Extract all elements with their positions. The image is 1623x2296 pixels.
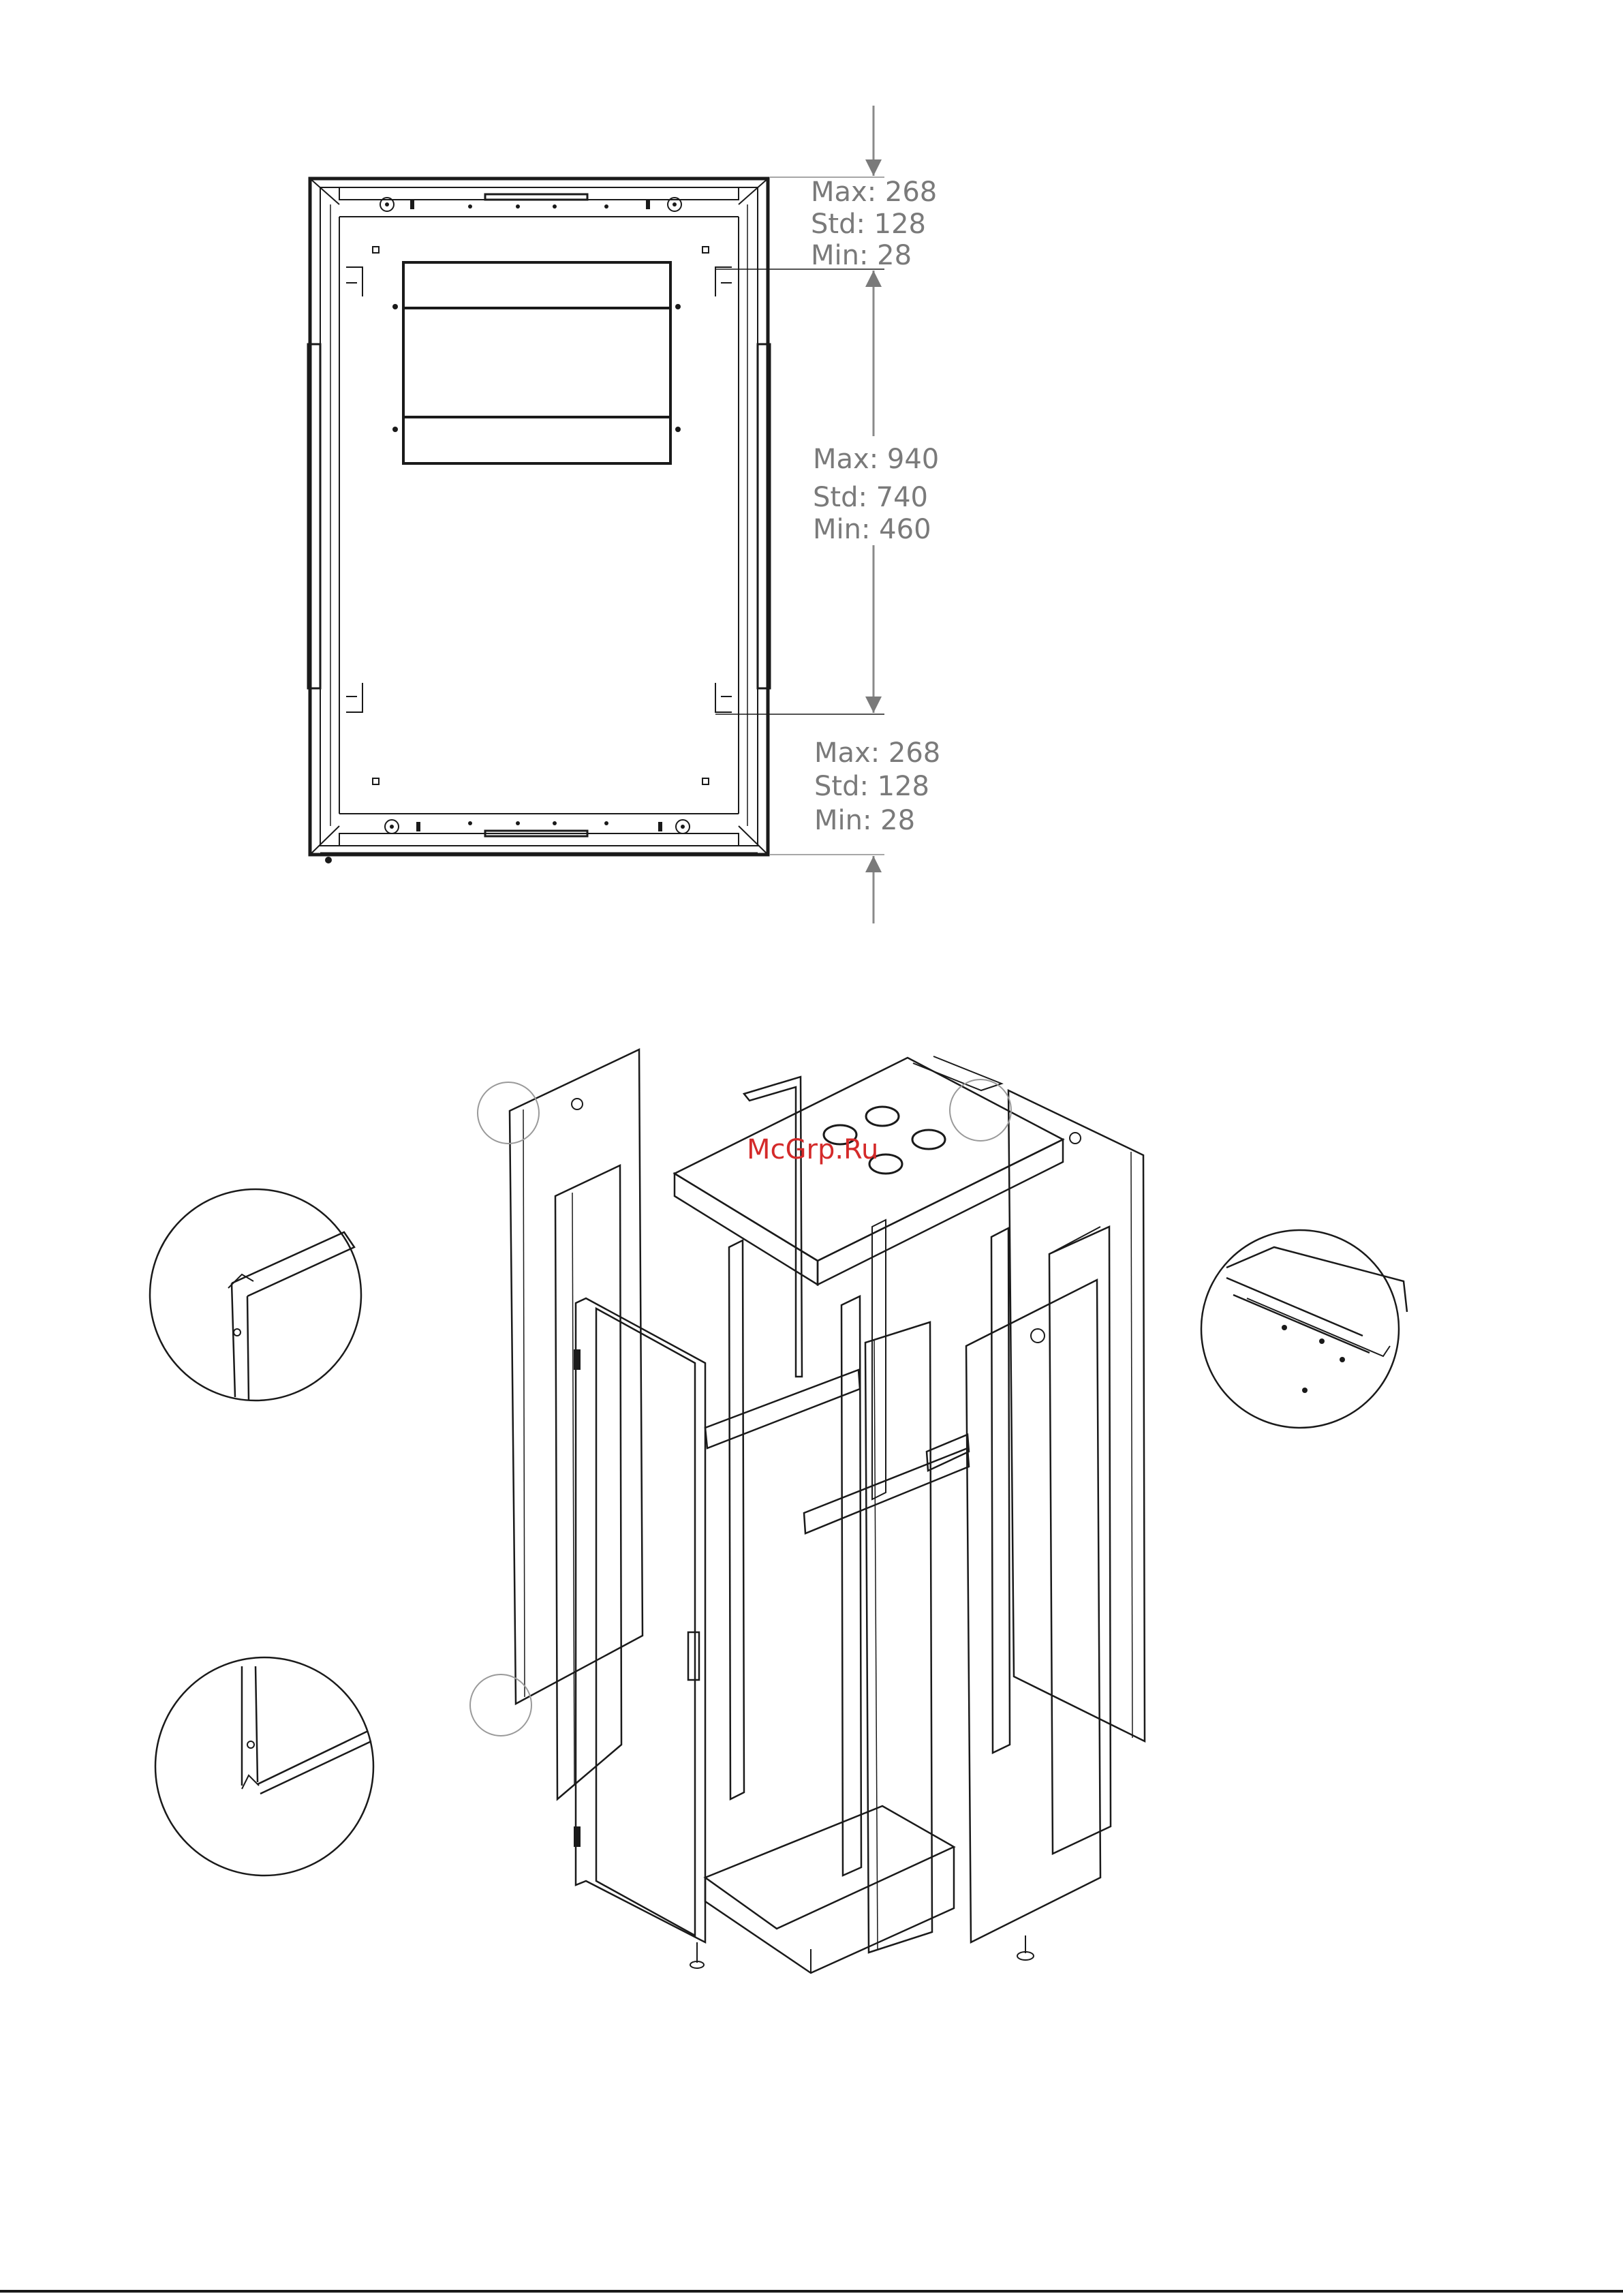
rail-spacing-dimension: Max: 940 Std: 740 Min: 460 <box>804 436 954 545</box>
rail-spacing-max: Max: 940 <box>813 444 939 475</box>
top-offset-min: Min: 28 <box>811 240 912 271</box>
top-offset-max: Max: 268 <box>811 177 937 208</box>
detail-bottom-left-corner <box>155 1657 373 1876</box>
bottom-offset-min: Min: 28 <box>814 805 915 836</box>
rail-spacing-min: Min: 460 <box>813 514 931 545</box>
watermark-text: McGrp.Ru <box>747 1134 878 1165</box>
detail-top-left-corner <box>150 1189 361 1400</box>
rail-spacing-std: Std: 740 <box>813 482 928 513</box>
top-offset-dimension: Max: 268 Std: 128 Min: 28 <box>811 177 937 271</box>
bottom-offset-std: Std: 128 <box>814 771 929 802</box>
bottom-offset-max: Max: 268 <box>814 737 940 769</box>
cabinet-top-view <box>308 179 884 863</box>
bottom-offset-dimension: Max: 268 Std: 128 Min: 28 <box>814 737 940 836</box>
cabinet-exploded-view <box>510 1050 1145 1973</box>
top-offset-std: Std: 128 <box>811 209 926 240</box>
detail-top-right-rail <box>1201 1230 1407 1428</box>
